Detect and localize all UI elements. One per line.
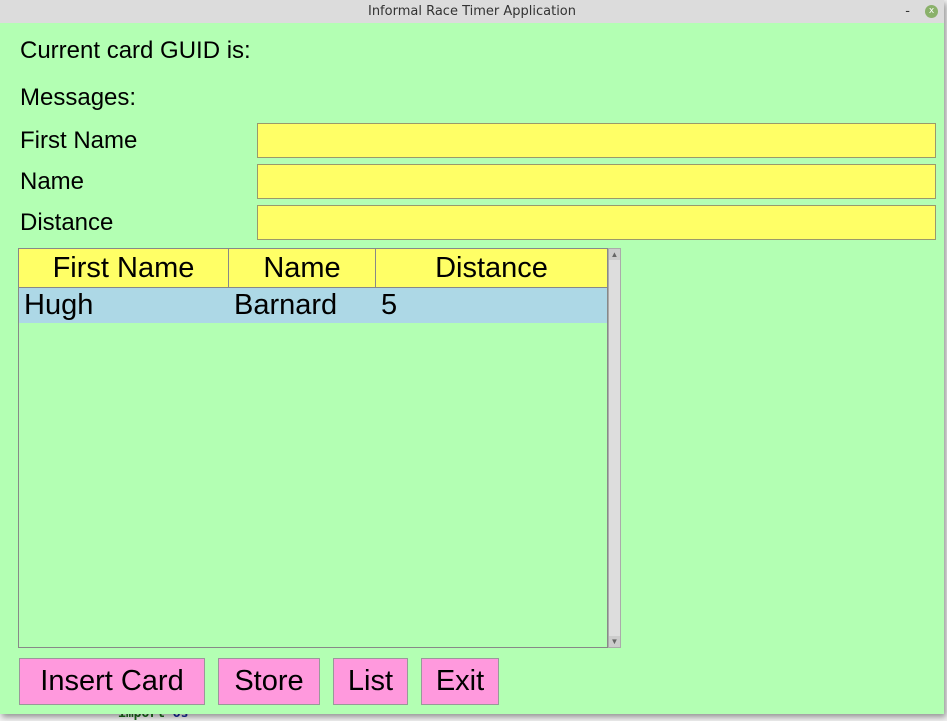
cell-first-name: Hugh [24,289,94,321]
distance-label: Distance [20,209,114,236]
messages-label: Messages: [20,84,137,111]
title-bar: Informal Race Timer Application - x [0,0,944,23]
name-input[interactable] [257,164,936,199]
minimize-button[interactable]: - [905,4,910,19]
scroll-up-icon[interactable]: ▲ [609,249,620,260]
table-row[interactable]: Hugh Barnard 5 [19,288,607,323]
scroll-down-icon[interactable]: ▼ [609,636,620,647]
exit-button[interactable]: Exit [421,658,499,705]
column-first-name[interactable]: First Name [19,249,229,287]
list-button[interactable]: List [333,658,408,705]
name-label: Name [20,168,85,195]
table-scrollbar[interactable]: ▲ ▼ [608,248,621,648]
distance-input[interactable] [257,205,936,240]
first-name-label: First Name [20,127,138,154]
guid-label: Current card GUID is: [20,37,251,64]
table-header: First Name Name Distance [19,249,607,288]
close-icon[interactable]: x [925,5,938,18]
entries-table[interactable]: First Name Name Distance Hugh Barnard 5 [18,248,608,648]
insert-card-button[interactable]: Insert Card [19,658,205,705]
first-name-input[interactable] [257,123,936,158]
cell-name: Barnard [234,289,338,321]
column-distance[interactable]: Distance [435,252,548,284]
cell-distance: 5 [381,289,398,321]
store-button[interactable]: Store [218,658,320,705]
window-title: Informal Race Timer Application [367,4,576,19]
column-name[interactable]: Name [229,249,376,287]
